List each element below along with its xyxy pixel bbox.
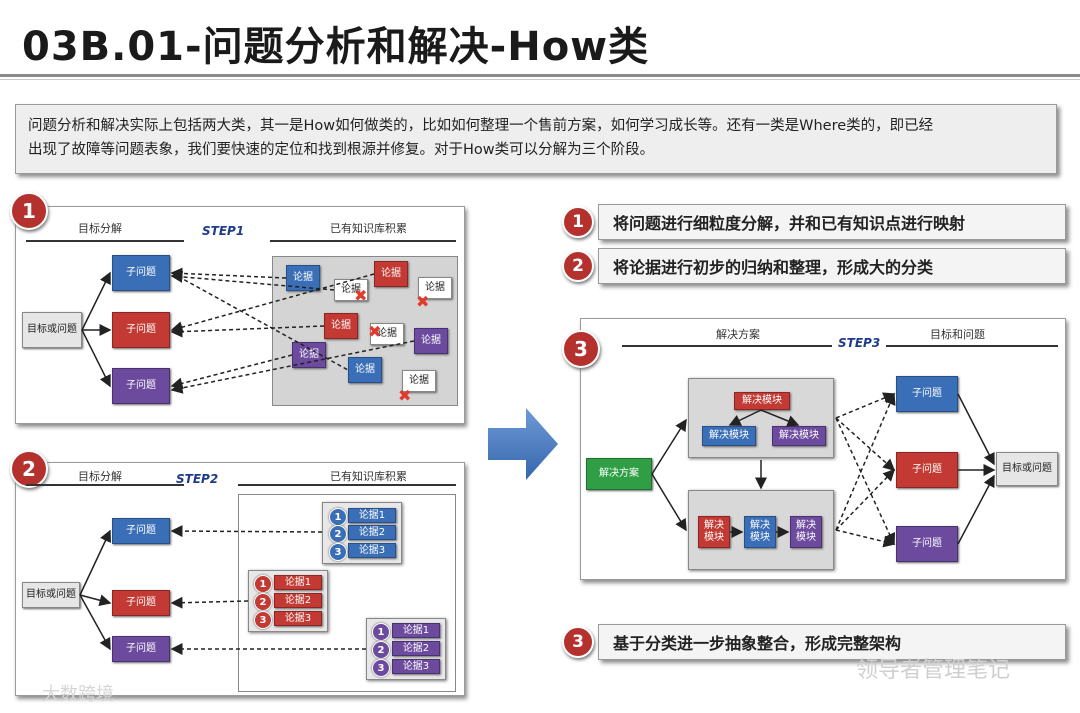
- evidence-num: 3: [372, 659, 390, 677]
- bullet-2: 将论据进行初步的归纳和整理，形成大的分类: [598, 248, 1066, 284]
- evidence-item: 论据1: [274, 575, 322, 590]
- evidence-item: 论据2: [348, 525, 396, 540]
- step2-right-rule: [238, 484, 456, 486]
- bullet-1: 将问题进行细粒度分解，并和已有知识点进行映射: [598, 204, 1066, 240]
- evidence-num: 3: [254, 611, 272, 629]
- bullet-2-badge: 2: [562, 250, 594, 282]
- intro-line-1: 问题分析和解决实际上包括两大类，其一是How如何做类的，比如如何整理一个售前方案…: [28, 118, 934, 134]
- step3-left-header: 解决方案: [716, 328, 760, 341]
- step1-evidence: 论据: [324, 313, 358, 339]
- step1-discard-mark: ✖: [354, 286, 368, 305]
- step2-label: STEP2: [176, 472, 219, 486]
- evidence-num: 1: [372, 623, 390, 641]
- step1-evidence: 论据: [334, 279, 368, 301]
- intro-box: 问题分析和解决实际上包括两大类，其一是How如何做类的，比如如何整理一个售前方案…: [15, 104, 1057, 174]
- evidence-item: 论据3: [348, 543, 396, 558]
- step2-left-rule: [26, 484, 184, 486]
- right-arrow-icon: [488, 408, 558, 480]
- evidence-item: 论据3: [274, 611, 322, 626]
- bullet-1-badge: 1: [562, 206, 594, 238]
- evidence-item: 论据1: [348, 508, 396, 523]
- solution-box: 解决方案: [586, 458, 652, 490]
- step1-sub-1: 子问题: [112, 255, 170, 291]
- step1-sub-2: 子问题: [112, 312, 170, 348]
- bullet-3-badge: 3: [562, 626, 594, 658]
- step1-sub-3: 子问题: [112, 368, 170, 404]
- step2-badge: 2: [10, 450, 48, 488]
- step1-discard-mark: ✖: [368, 322, 382, 341]
- intro-line-2: 出现了故障等问题表象，我们要快速的定位和找到根源并修复。对于How类可以分解为三…: [28, 142, 655, 158]
- step1-evidence: 论据: [418, 277, 452, 299]
- mid-module-1: 解决模块: [702, 426, 756, 446]
- step1-goal: 目标或问题: [22, 312, 82, 348]
- step1-evidence: 论据: [374, 261, 408, 287]
- step3-goal: 目标或问题: [996, 452, 1058, 486]
- step2-left-header: 目标分解: [78, 470, 122, 483]
- step3-sub-1: 子问题: [896, 376, 958, 412]
- step1-evidence: 论据: [292, 342, 326, 368]
- evidence-item: 论据2: [392, 641, 440, 656]
- step1-left-header: 目标分解: [78, 222, 122, 235]
- step3-left-rule: [622, 345, 832, 347]
- evidence-num: 2: [372, 641, 390, 659]
- step1-evidence: 论据: [370, 323, 404, 345]
- step2-sub-2: 子问题: [112, 590, 170, 616]
- evidence-num: 3: [329, 543, 347, 561]
- evidence-item: 论据1: [392, 623, 440, 638]
- step3-label: STEP3: [838, 336, 881, 350]
- evidence-num: 2: [254, 593, 272, 611]
- title-divider-thin: [0, 79, 1080, 80]
- evidence-num: 2: [329, 525, 347, 543]
- step3-sub-3: 子问题: [896, 526, 958, 562]
- step1-badge: 1: [10, 192, 48, 230]
- page-title: 03B.01-问题分析和解决-How类: [22, 24, 650, 70]
- step1-evidence: 论据: [348, 357, 382, 383]
- evidence-num: 1: [254, 575, 272, 593]
- step2-goal: 目标或问题: [22, 582, 80, 608]
- step1-discard-mark: ✖: [398, 386, 412, 405]
- step1-evidence: 论据: [402, 370, 436, 392]
- watermark-right: 领导者管理笔记: [856, 658, 1011, 683]
- step3-right-rule: [886, 345, 1058, 347]
- step3-right-header: 目标和问题: [930, 328, 985, 341]
- step1-right-header: 已有知识库积累: [330, 222, 407, 235]
- step1-right-rule: [270, 240, 456, 242]
- bullet-3: 基于分类进一步抽象整合，形成完整架构: [598, 624, 1066, 660]
- step1-discard-mark: ✖: [416, 292, 430, 311]
- step2-sub-3: 子问题: [112, 636, 170, 662]
- bullet-3-text: 基于分类进一步抽象整合，形成完整架构: [613, 634, 902, 653]
- step2-right-header: 已有知识库积累: [330, 470, 407, 483]
- step1-label: STEP1: [202, 224, 245, 238]
- bottom-module-3: 解决 模块: [790, 516, 822, 548]
- evidence-item: 论据3: [392, 659, 440, 674]
- step3-sub-2: 子问题: [896, 452, 958, 488]
- top-module: 解决模块: [734, 392, 790, 410]
- step1-left-rule: [26, 240, 184, 242]
- step2-sub-1: 子问题: [112, 518, 170, 544]
- step3-badge: 3: [562, 330, 600, 368]
- bullet-1-text: 将问题进行细粒度分解，并和已有知识点进行映射: [613, 214, 966, 233]
- bullet-2-text: 将论据进行初步的归纳和整理，形成大的分类: [613, 258, 934, 277]
- bottom-module-1: 解决 模块: [698, 516, 730, 548]
- bottom-module-2: 解决 模块: [744, 516, 776, 548]
- step1-evidence: 论据: [414, 328, 448, 354]
- watermark-left: 大数跨境: [42, 684, 114, 705]
- title-divider: [0, 74, 1080, 77]
- evidence-item: 论据2: [274, 593, 322, 608]
